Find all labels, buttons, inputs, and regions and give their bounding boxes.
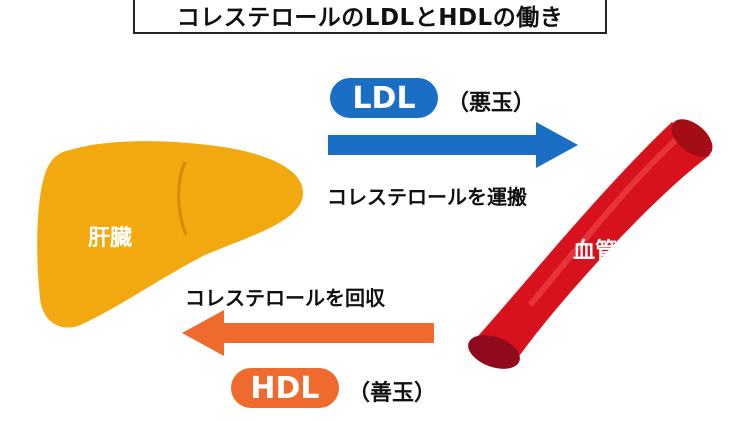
vessel-label: 血管 xyxy=(573,239,618,264)
hdl-note: （善玉） xyxy=(348,381,437,406)
liver-label: 肝臓 xyxy=(88,226,133,251)
liver-icon xyxy=(37,141,304,328)
ldl-note: （悪玉） xyxy=(447,91,536,116)
ldl-caption: コレステロールを運搬 xyxy=(327,185,527,209)
ldl-badge: LDL xyxy=(330,78,438,118)
page-title: コレステロールのLDLとHDLの働き xyxy=(176,5,564,31)
hdl-caption: コレステロールを回収 xyxy=(185,286,385,310)
hdl-badge: HDL xyxy=(231,368,339,408)
arrow-right-icon xyxy=(328,122,578,168)
blood-vessel-icon xyxy=(468,119,713,369)
arrow-left-icon xyxy=(182,310,434,356)
title-box: コレステロールのLDLとHDLの働き xyxy=(133,0,607,34)
